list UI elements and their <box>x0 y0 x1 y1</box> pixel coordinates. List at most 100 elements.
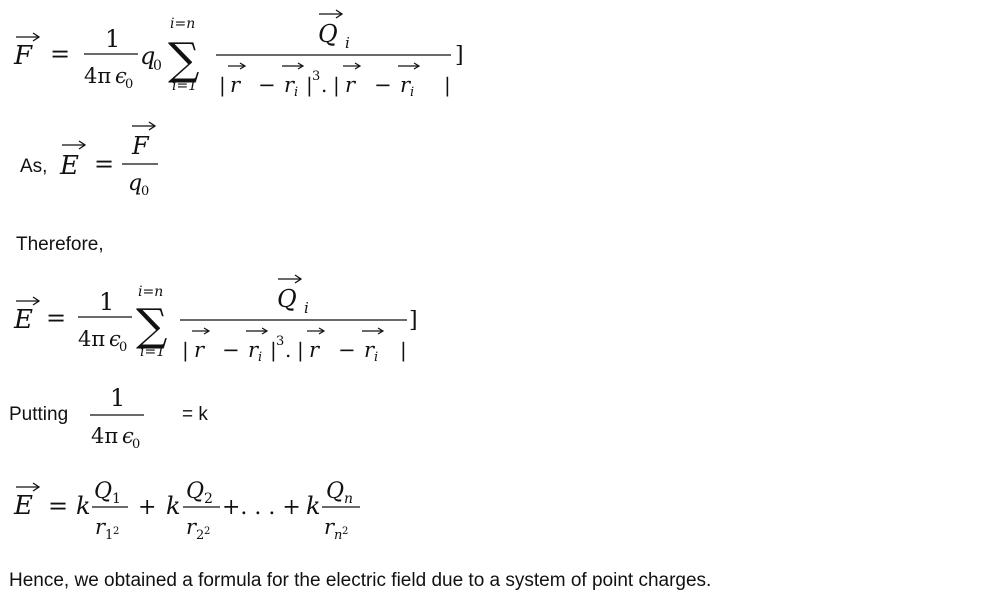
closing-bracket: ] <box>455 43 464 68</box>
svg-text:−: − <box>374 73 392 97</box>
constant-fraction: 1 4π ϵ 0 <box>90 384 144 452</box>
distance-r-subscript: 2 <box>196 528 204 543</box>
vector-arrow <box>278 274 303 284</box>
distance-r: r <box>324 515 336 539</box>
field-symbol: E <box>13 491 33 521</box>
sum-upper-limit: i=n <box>138 284 163 300</box>
constant-k: k <box>166 492 181 520</box>
vector-arrow <box>62 140 87 150</box>
distance-r-exponent: 2 <box>342 526 348 537</box>
sum-lower-limit: i=1 <box>172 78 197 94</box>
charge-q-subscript: 0 <box>153 58 162 74</box>
fraction-denominator: 4π <box>84 64 111 88</box>
svg-text:.: . <box>321 73 327 97</box>
closing-bracket: ] <box>409 308 418 333</box>
position-r: r <box>230 73 242 97</box>
position-ri-subscript: i <box>258 350 262 365</box>
vector-arrow <box>398 62 421 70</box>
field-symbol: E <box>13 305 33 335</box>
summation-symbol: ∑ <box>136 300 167 351</box>
cube-exponent: 3 <box>276 334 284 349</box>
fraction-denominator: 4π <box>91 424 118 448</box>
sum-upper-limit: i=n <box>170 16 195 32</box>
position-ri: r <box>400 73 412 97</box>
charge-Q-subscript: i <box>304 299 309 317</box>
vector-arrow <box>192 327 211 335</box>
vector-arrow <box>362 327 385 335</box>
force-symbol: F <box>13 41 33 71</box>
vector-arrow <box>307 327 326 335</box>
charge-Q: Q <box>318 20 338 48</box>
vector-arrow <box>16 296 41 306</box>
equals-sign: = <box>48 492 68 520</box>
fraction-denominator: 4π <box>78 327 105 351</box>
charge-Q-subscript: i <box>345 34 350 52</box>
svg-text:|: | <box>400 338 407 363</box>
field-equation: E = 1 4π ϵ 0 i=n ∑ i=1 Q i | r − r i | 3… <box>13 274 418 365</box>
epsilon-symbol: ϵ <box>122 424 134 448</box>
force-equation: F = 1 4π ϵ 0 q 0 i=n ∑ i=1 Q i | r − r i… <box>13 9 464 100</box>
ellipsis: +. . . + <box>222 495 301 520</box>
charge-q: q <box>140 42 155 70</box>
svg-text:|: | <box>333 73 340 98</box>
svg-text:|: | <box>270 338 277 363</box>
fraction-numerator: 1 <box>110 384 125 412</box>
charge-Q-subscript: 2 <box>204 491 213 507</box>
epsilon-subscript: 0 <box>125 77 133 92</box>
epsilon-subscript: 0 <box>132 437 140 452</box>
svg-text:−: − <box>258 73 276 97</box>
position-ri-subscript: i <box>410 85 414 100</box>
epsilon-symbol: ϵ <box>115 64 127 88</box>
vector-arrow <box>16 32 41 42</box>
position-ri-subscript: i <box>294 85 298 100</box>
equals-k-label: = k <box>182 404 208 425</box>
therefore-label: Therefore, <box>16 234 104 255</box>
epsilon-symbol: ϵ <box>109 327 121 351</box>
charge-q: q <box>128 171 142 196</box>
field-symbol: E <box>59 151 79 181</box>
charge-Q: Q <box>326 479 344 504</box>
vector-arrow <box>343 62 362 70</box>
position-ri: r <box>364 338 376 362</box>
distance-r-subscript: 1 <box>105 528 113 543</box>
position-r: r <box>345 73 357 97</box>
position-r: r <box>194 338 206 362</box>
distance-r-subscript: n <box>334 528 342 543</box>
sum-lower-limit: i=1 <box>140 344 165 360</box>
svg-text:|: | <box>306 73 313 98</box>
summation-symbol: ∑ <box>168 34 199 85</box>
equals-sign: = <box>46 304 66 332</box>
fraction-numerator: 1 <box>99 288 114 316</box>
field-definition-equation: E = F q 0 <box>59 121 158 199</box>
distance-r: r <box>95 515 107 539</box>
vector-arrow <box>228 62 247 70</box>
charge-Q: Q <box>94 479 112 504</box>
charge-Q-subscript: n <box>344 491 353 507</box>
charge-Q-subscript: 1 <box>112 491 121 507</box>
distance-r-exponent: 2 <box>113 526 119 537</box>
vector-arrow <box>319 9 344 19</box>
constant-k: k <box>306 492 321 520</box>
charge-Q: Q <box>277 285 297 313</box>
constant-k: k <box>76 492 91 520</box>
svg-text:|: | <box>297 338 304 363</box>
position-ri: r <box>284 73 296 97</box>
distance-r-exponent: 2 <box>204 526 210 537</box>
conclusion-text: Hence, we obtained a formula for the ele… <box>9 570 712 591</box>
vector-arrow <box>132 121 157 131</box>
position-ri: r <box>248 338 260 362</box>
as-label: As, <box>20 156 48 177</box>
equals-sign: = <box>50 40 70 68</box>
force-symbol: F <box>131 132 150 160</box>
charge-Q: Q <box>186 479 204 504</box>
vector-arrow <box>246 327 269 335</box>
charge-q-subscript: 0 <box>141 184 149 199</box>
distance-r: r <box>186 515 198 539</box>
position-r: r <box>309 338 321 362</box>
vector-arrow <box>16 482 41 492</box>
expanded-field-equation: E = k Q 1 r 1 2 + k Q 2 r 2 2 +. . . + k… <box>13 479 360 543</box>
fraction-numerator: 1 <box>105 25 120 53</box>
epsilon-subscript: 0 <box>119 340 127 355</box>
svg-text:+: + <box>138 495 156 520</box>
svg-text:|: | <box>182 338 189 363</box>
